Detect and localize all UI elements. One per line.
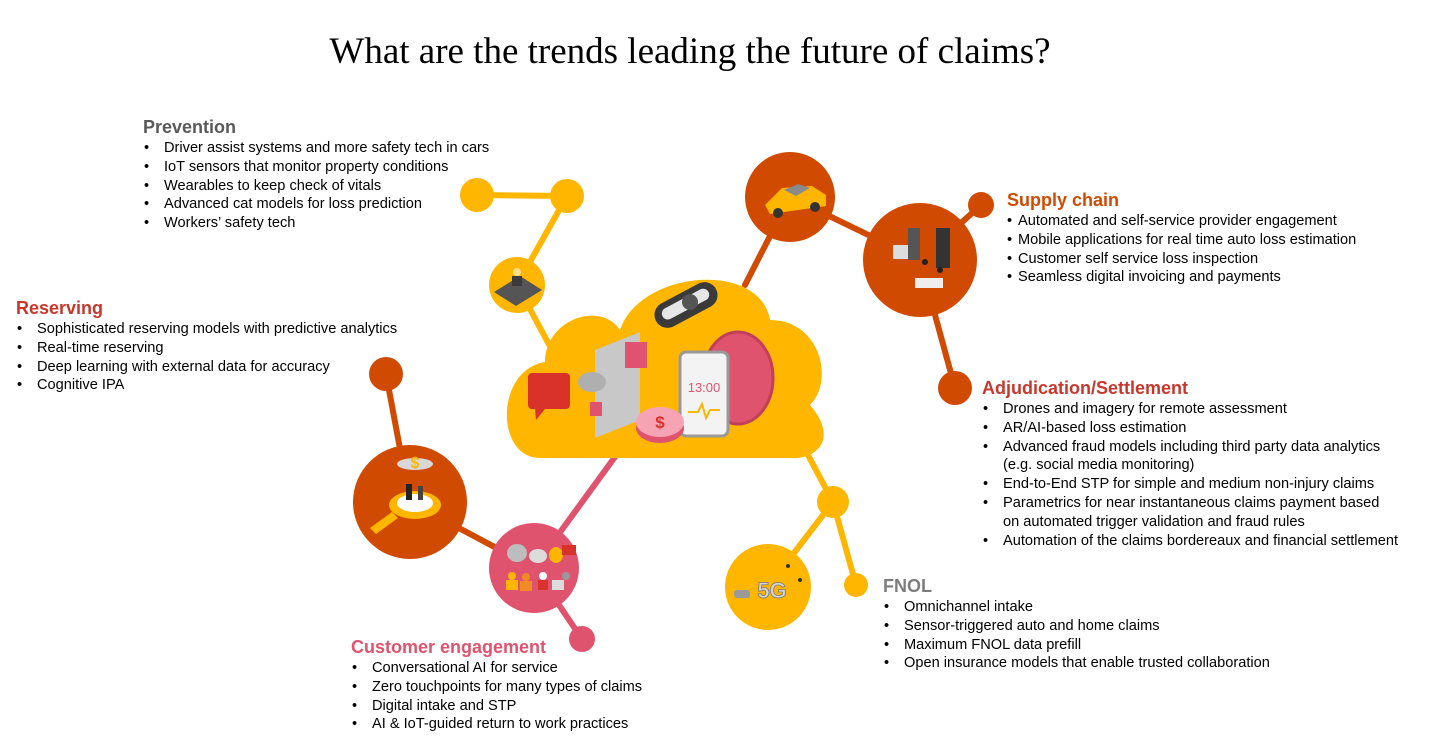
dollar-coin-icon: $ [636,407,684,443]
list-item: Sophisticated reserving models with pred… [16,320,397,339]
fnol-junction-dot [817,486,849,518]
document-panel-icon [578,332,647,438]
customer-engagement-heading: Customer engagement [351,637,547,657]
list-item: Workers’ safety tech [143,214,489,233]
adjudication-list: Drones and imagery for remote assessment… [982,400,1398,550]
list-item: IoT sensors that monitor property condit… [143,158,489,177]
adjudication-node-dot [938,371,972,405]
list-item: Omnichannel intake [883,598,1270,617]
list-item-continuation: (e.g. social media monitoring) [1003,457,1195,474]
list-item: Deep learning with external data for acc… [16,358,397,377]
list-item: Real-time reserving [16,339,397,358]
list-item: Driver assist systems and more safety te… [143,139,489,158]
list-item: Digital intake and STP [351,697,642,716]
list-item: Conversational AI for service [351,659,642,678]
cloud-illustration: 13:00 $ [506,279,824,459]
page-title: What are the trends leading the future o… [329,31,1051,72]
fnol-5g-illustration-circle: 5G [725,544,811,630]
fnol-list: Omnichannel intake Sensor-triggered auto… [883,598,1270,673]
list-item-continuation: on automated trigger validation and frau… [1003,513,1305,530]
list-item: Parametrics for near instantaneous claim… [982,494,1398,513]
list-item: Zero touchpoints for many types of claim… [351,678,642,697]
reserving-dollar-symbol: $ [411,455,420,472]
prevention-section: Prevention Driver assist systems and mor… [143,116,489,233]
watch-time: 13:00 [688,380,721,395]
reserving-illustration-circle: $ [353,445,467,559]
5g-label: 5G [757,578,786,603]
list-item: Maximum FNOL data prefill [883,636,1270,655]
fnol-node-dot [844,573,868,597]
customer-engagement-section: Customer engagement Conversational AI fo… [351,636,642,734]
list-item: Advanced fraud models including third pa… [982,438,1398,457]
supply-chain-illustration-circle [863,203,977,317]
list-item: Wearables to keep check of vitals [143,177,489,196]
fnol-section: FNOL Omnichannel intake Sensor-triggered… [883,575,1270,673]
prevention-illustration-circle [489,257,545,313]
list-item: Cognitive IPA [16,376,397,395]
slider-toggle-icon [654,282,718,328]
fnol-heading: FNOL [883,576,932,596]
chat-bubble-icon [528,373,570,420]
reserving-list: Sophisticated reserving models with pred… [16,320,397,395]
prevention-list: Driver assist systems and more safety te… [143,139,489,233]
list-item: Automation of the claims bordereaux and … [982,532,1398,551]
prevention-heading: Prevention [143,117,237,137]
supply-chain-list: Automated and self-service provider enga… [1007,212,1356,287]
coin-symbol: $ [655,413,665,432]
prevention-junction-dot [550,179,584,213]
supply-chain-node-dot [968,192,994,218]
list-item: Mobile applications for real time auto l… [1007,231,1356,250]
customer-engagement-list: Conversational AI for service Zero touch… [351,659,642,734]
list-item: Customer self service loss inspection [1007,250,1356,269]
adjudication-heading: Adjudication/Settlement [982,378,1189,398]
list-item: Automated and self-service provider enga… [1007,212,1356,231]
list-item: AI & IoT-guided return to work practices [351,715,642,734]
list-item: Drones and imagery for remote assessment [982,400,1398,419]
list-item: Open insurance models that enable truste… [883,654,1270,673]
list-item: Seamless digital invoicing and payments [1007,268,1356,287]
smartwatch-icon: 13:00 [678,330,775,438]
customer-engagement-illustration-circle [489,523,579,613]
adjudication-section: Adjudication/Settlement Drones and image… [982,377,1398,550]
reserving-section: Reserving Sophisticated reserving models… [16,297,397,395]
list-item: End-to-End STP for simple and medium non… [982,475,1398,494]
list-item: AR/AI-based loss estimation [982,419,1398,438]
supply-chain-heading: Supply chain [1007,190,1120,210]
supply-chain-section: Supply chain Automated and self-service … [1007,189,1356,287]
list-item: Sensor-triggered auto and home claims [883,617,1270,636]
reserving-heading: Reserving [16,298,104,318]
list-item: Advanced cat models for loss prediction [143,195,489,214]
car-illustration-circle [745,152,835,242]
customer-engagement-node-dot [569,626,595,652]
car-icon [765,184,826,218]
